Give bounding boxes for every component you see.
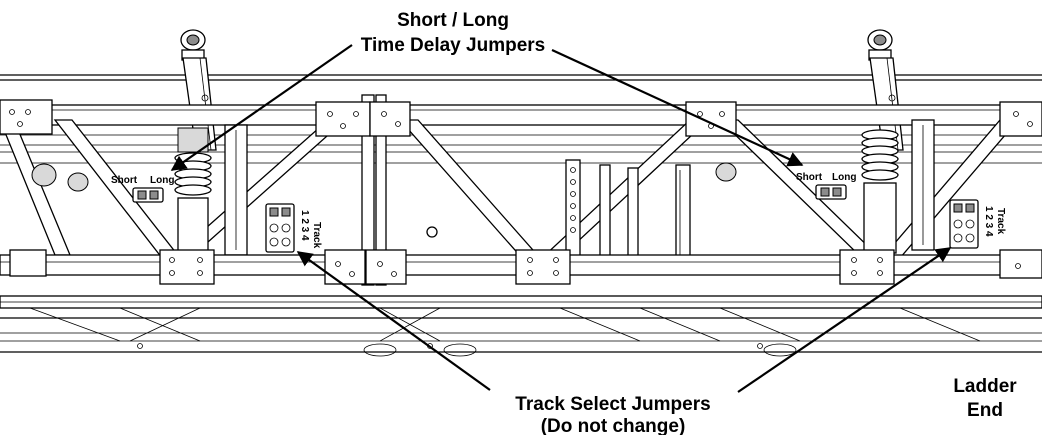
svg-text:Short: Short xyxy=(111,175,138,186)
gusset-plates-bottom xyxy=(9,249,1042,285)
gusset-plates-top xyxy=(0,99,1042,137)
time-delay-title-line2: Time Delay Jumpers xyxy=(361,35,545,56)
roller-right xyxy=(867,29,904,151)
spring-left xyxy=(174,127,212,254)
bumpers xyxy=(31,162,737,238)
spring-right xyxy=(861,129,899,254)
arrow-time-delay-right xyxy=(551,49,804,167)
arrow-track-select-right xyxy=(737,247,952,393)
track-select-title-line2: (Do not change) xyxy=(541,416,686,435)
track-select-jumper-right: Track 1 2 3 4 xyxy=(949,199,1006,249)
control-panel-right xyxy=(911,119,935,251)
time-delay-jumper-right: Short Long xyxy=(796,172,856,200)
svg-text:Track: Track xyxy=(311,222,322,249)
track-select-title-line1: Track Select Jumpers xyxy=(515,394,710,415)
svg-text:1 2 3 4: 1 2 3 4 xyxy=(983,206,994,237)
svg-text:Long: Long xyxy=(150,175,174,186)
svg-text:Short: Short xyxy=(796,172,823,183)
ladder-end-line1: Ladder xyxy=(953,376,1017,397)
top-chord xyxy=(0,104,1042,126)
track-select-jumper-left: Track 1 2 3 4 xyxy=(265,203,322,253)
callout-arrows xyxy=(170,44,952,393)
svg-text:1 2 3 4: 1 2 3 4 xyxy=(299,210,310,241)
svg-text:Long: Long xyxy=(832,172,856,183)
time-delay-jumper-left: Short Long xyxy=(111,175,174,203)
svg-text:Track: Track xyxy=(995,208,1006,235)
arrow-time-delay-left xyxy=(170,44,353,171)
lower-rail xyxy=(0,295,1042,357)
center-posts xyxy=(361,94,691,286)
time-delay-title-line1: Short / Long xyxy=(397,10,509,31)
control-panel-left xyxy=(224,124,248,256)
arrow-track-select-left xyxy=(296,251,491,391)
roller-left xyxy=(180,29,217,151)
callout-labels: Short / Long Time Delay Jumpers Track Se… xyxy=(361,10,1018,435)
ladder-end-line2: End xyxy=(967,400,1003,421)
